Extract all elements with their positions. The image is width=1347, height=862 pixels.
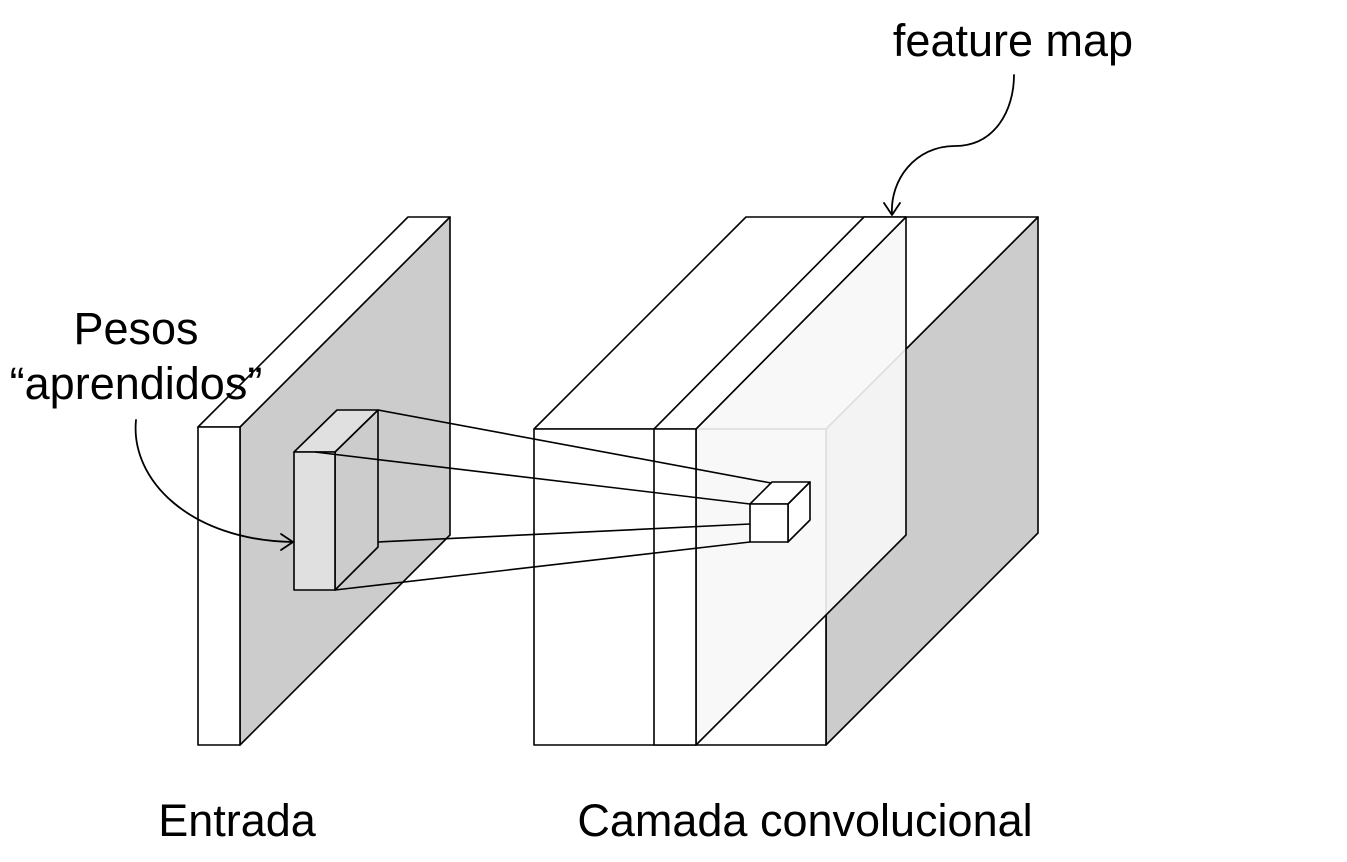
weights-label-line2: “aprendidos” (10, 358, 263, 409)
feature-map-label: feature map (893, 15, 1133, 66)
conv-layer-label: Camada convolucional (577, 795, 1032, 846)
weights-label-line1: Pesos (73, 303, 198, 354)
projection-line (377, 409, 772, 484)
feature-map-arrow-curve (891, 74, 1015, 215)
weights-arrow-curve (134, 419, 293, 543)
conv-layer-volume (533, 216, 1039, 746)
projection-line (377, 523, 751, 543)
feature-map-arrow (883, 74, 1015, 216)
kernel-front-face (293, 451, 336, 591)
feature-map-front (653, 428, 697, 746)
input-label: Entrada (158, 795, 317, 846)
output-unit-front (749, 503, 789, 543)
input-front-face (197, 426, 241, 746)
projection-line (334, 541, 751, 591)
feature-map-arrowhead (883, 202, 901, 216)
output-unit (749, 481, 811, 543)
feature-map-slice (653, 216, 907, 746)
weights-arrowhead (280, 533, 294, 551)
projection-line (314, 451, 751, 505)
projection-lines (314, 409, 772, 591)
weights-arrow (134, 419, 294, 551)
